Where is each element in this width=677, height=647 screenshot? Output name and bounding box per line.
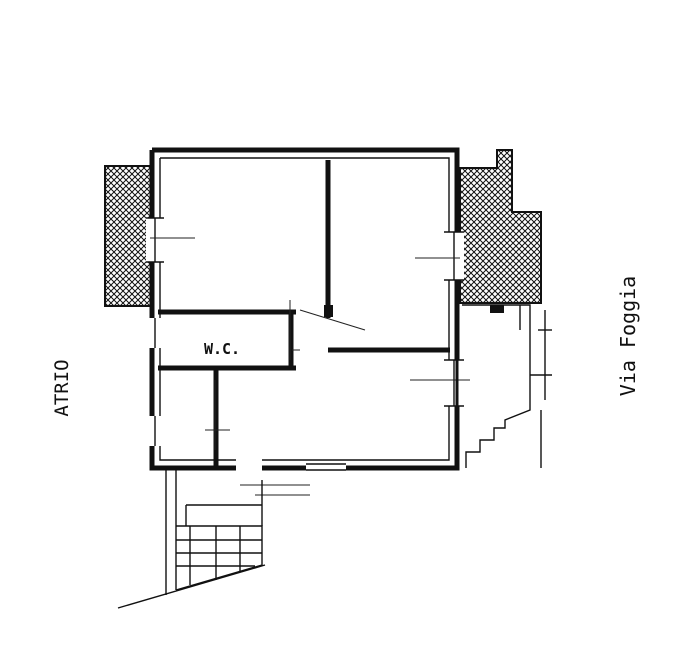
- openings: [146, 217, 464, 472]
- label-wc: W.C.: [204, 340, 240, 358]
- staircase: [117, 470, 266, 609]
- right-exterior: [455, 300, 552, 468]
- balcony-left: [104, 165, 152, 307]
- dimension-lines: [150, 237, 470, 496]
- inner-wall-lines: [159, 157, 450, 461]
- outer-wall: [149, 147, 460, 471]
- label-street: Via Foggia: [616, 276, 640, 396]
- balcony-right: [459, 149, 542, 304]
- label-atrio: ATRIO: [51, 359, 73, 416]
- interior-walls: [158, 160, 450, 468]
